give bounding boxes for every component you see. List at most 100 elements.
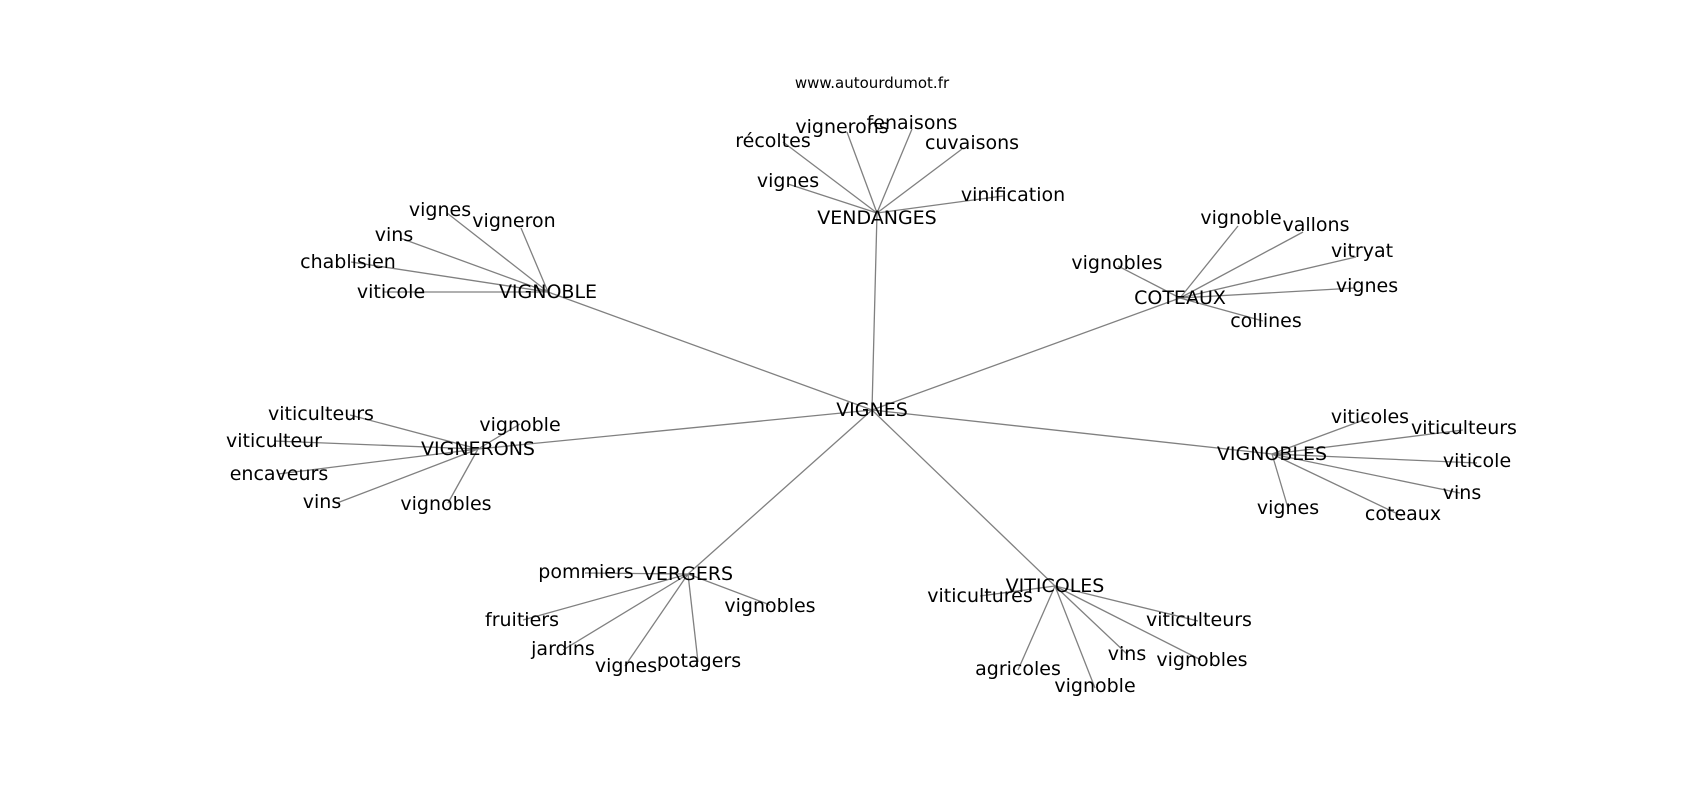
edge-hub-to-word [1179, 225, 1239, 299]
word-node-label: vigneron [472, 210, 555, 232]
edge-hub-to-word [1017, 585, 1056, 671]
edge-hub-to-word [336, 448, 479, 504]
edge-hub-to-word [349, 414, 479, 450]
edge-hub-to-word [1271, 453, 1289, 509]
edge-hub-to-word [1179, 287, 1356, 299]
word-node-label: vins [303, 491, 341, 513]
edge-hub-to-word [277, 448, 479, 475]
word-node-label: vignobles [1071, 252, 1162, 274]
word-node-label: vignoble [1200, 207, 1281, 229]
edge-hub-to-word [876, 195, 1004, 214]
edge-hub-to-word [447, 448, 479, 504]
edge-center-to-hub [871, 297, 1181, 411]
edge-center-to-hub [871, 409, 1056, 587]
edge-hub-to-word [562, 573, 689, 651]
edge-hub-to-word [1054, 585, 1128, 655]
word-node-label: vignoble [479, 414, 560, 436]
edge-center-to-hub [871, 212, 878, 411]
edge-hub-to-word [399, 237, 549, 293]
word-node-label: pommiers [538, 561, 633, 583]
edge-hub-to-word [1271, 417, 1370, 455]
hub-node-label: VIGNOBLE [499, 281, 597, 303]
hub-node-label: VIGNERONS [421, 438, 535, 460]
center-node-label: VIGNES [836, 399, 908, 421]
edge-center-to-hub [687, 409, 873, 575]
edge-center-to-hub [547, 291, 873, 411]
word-node-label: jardins [530, 638, 595, 660]
edge-hub-to-word [1179, 231, 1304, 299]
hub-node-label: VENDANGES [817, 207, 937, 229]
word-node-label: vignoble [1054, 675, 1135, 697]
word-node-label: vins [1108, 643, 1146, 665]
edge-hub-to-word [979, 585, 1056, 597]
word-node-label: vignerons [795, 116, 888, 138]
edge-hub-to-word [273, 440, 479, 450]
word-node-label: vitryat [1331, 240, 1393, 262]
word-node-label: coteaux [1365, 503, 1441, 525]
word-node-label: potagers [657, 650, 741, 672]
label-layer: VIGNES VENDANGES récoltesvigneronsfenaison… [226, 112, 1517, 697]
edge-hub-to-word [1271, 453, 1461, 494]
word-node-label: vignes [595, 655, 657, 677]
hub-node-label: COTEAUX [1134, 287, 1226, 309]
word-node-label: vignobles [400, 493, 491, 515]
edge-hub-to-word [787, 183, 878, 214]
edge-hub-to-word [1271, 453, 1403, 517]
word-node-label: viticulteurs [1411, 417, 1517, 439]
edge-hub-to-word [1117, 265, 1181, 299]
word-node-label: viticultures [927, 585, 1033, 607]
edge-hub-to-word [1179, 256, 1357, 299]
word-node-label: fenaisons [867, 112, 958, 134]
word-node-label: vignes [1257, 497, 1319, 519]
edge-hub-to-word [1054, 585, 1199, 622]
edge-layer [273, 128, 1478, 689]
word-node-label: viticoles [1331, 406, 1409, 428]
word-node-label: vins [375, 224, 413, 246]
edge-hub-to-word [584, 572, 689, 575]
edge-hub-to-word [876, 128, 913, 214]
hub-node-label: VERGERS [643, 563, 733, 585]
word-node-label: viticulteur [226, 430, 322, 452]
edge-hub-to-word [1271, 429, 1464, 455]
word-node-label: viticole [357, 281, 425, 303]
edge-center-to-hub [871, 409, 1273, 455]
word-node-label: agricoles [975, 658, 1061, 680]
word-node-label: vallons [1282, 214, 1349, 236]
word-node-label: vins [1443, 482, 1481, 504]
word-node-label: chablisien [300, 251, 396, 273]
word-node-label: vignes [757, 170, 819, 192]
word-node-label: viticulteurs [1146, 609, 1252, 631]
edge-hub-to-word [624, 573, 689, 667]
edge-hub-to-word [687, 573, 771, 606]
word-node-label: vinification [961, 184, 1065, 206]
hub-node-label: VIGNOBLES [1217, 443, 1327, 465]
edge-hub-to-word [522, 573, 689, 621]
edge-hub-to-word [1271, 453, 1478, 464]
edge-hub-to-word [1179, 297, 1264, 322]
edge-hub-to-word [350, 261, 549, 293]
edge-hub-to-word [520, 227, 549, 293]
hub-node-label: VITICOLES [1006, 575, 1105, 597]
word-node-label: viticole [1443, 450, 1511, 472]
edge-hub-to-word [446, 212, 549, 293]
word-node-label: cuvaisons [925, 132, 1019, 154]
word-node-label: vignobles [724, 595, 815, 617]
word-node-label: fruitiers [485, 609, 559, 631]
word-node-label: encaveurs [230, 463, 329, 485]
edge-hub-to-word [846, 131, 878, 214]
edge-hub-to-word [1054, 585, 1096, 689]
word-node-label: collines [1230, 310, 1302, 332]
edge-center-to-hub [477, 409, 873, 450]
word-node-label: viticulteurs [268, 403, 374, 425]
edge-hub-to-word [782, 141, 878, 214]
edge-hub-to-word [1054, 585, 1202, 661]
source-url: www.autourdumot.fr [795, 74, 950, 92]
word-node-label: récoltes [735, 130, 810, 152]
edge-hub-to-word [876, 148, 963, 214]
word-node-label: vignobles [1156, 649, 1247, 671]
word-node-label: vignes [409, 199, 471, 221]
word-node-label: vignes [1336, 275, 1398, 297]
edge-hub-to-word [477, 423, 521, 450]
edge-hub-to-word [687, 573, 699, 663]
